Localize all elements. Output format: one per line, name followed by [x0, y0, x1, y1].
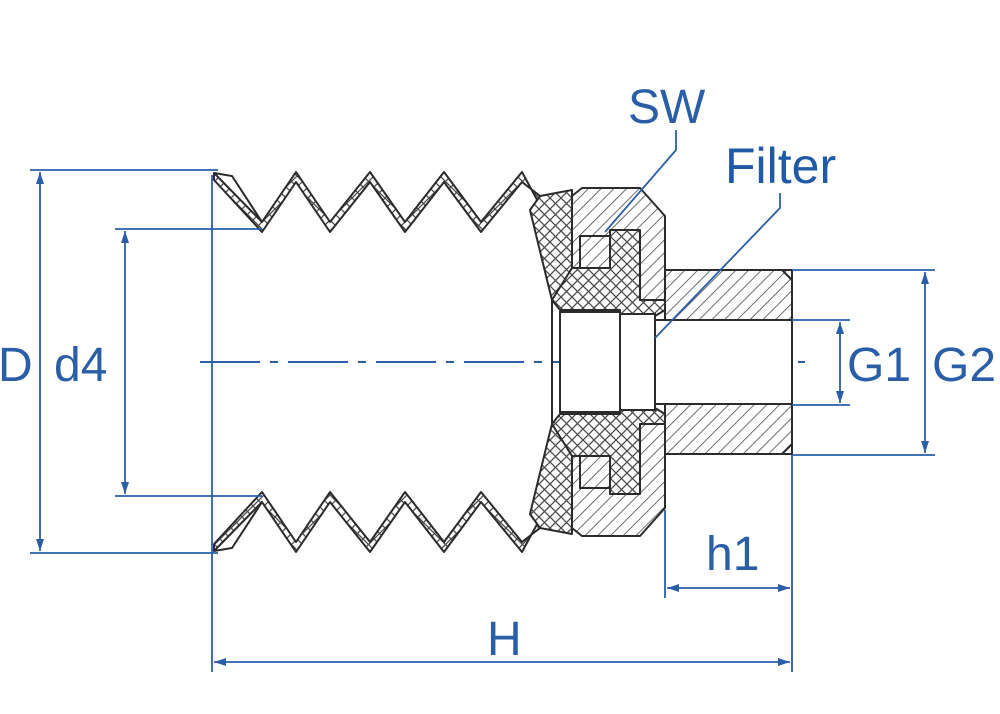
sw-leader: [604, 130, 677, 233]
filter-element: [619, 313, 656, 411]
hex-nut-top: [571, 187, 666, 301]
label-g1: G1: [847, 339, 911, 392]
thread-chamfer-top: [781, 269, 793, 281]
thread-chamfer-bottom: [781, 443, 793, 455]
nut-slot-top: [579, 235, 610, 268]
label-d: D: [0, 339, 33, 392]
thread-stud-top: [664, 269, 793, 321]
label-sw: SW: [628, 81, 706, 134]
bellows-wall-bottom: [213, 455, 573, 553]
bellows-lip-top: [213, 172, 263, 223]
label-h1: h1: [706, 528, 759, 581]
thread-stud-bottom: [664, 403, 793, 455]
bellows-lip-bottom: [213, 501, 263, 552]
label-g2: G2: [932, 339, 996, 392]
hex-nut-bottom: [571, 423, 666, 537]
label-h: H: [487, 613, 522, 666]
filter-leader: [654, 193, 781, 339]
bellows-wall-top: [213, 171, 573, 269]
fitting-bore: [654, 319, 793, 405]
label-d4: d4: [54, 339, 107, 392]
label-filter: Filter: [725, 138, 836, 194]
web-inner-bore: [559, 311, 621, 413]
nut-slot-bottom: [579, 456, 610, 489]
